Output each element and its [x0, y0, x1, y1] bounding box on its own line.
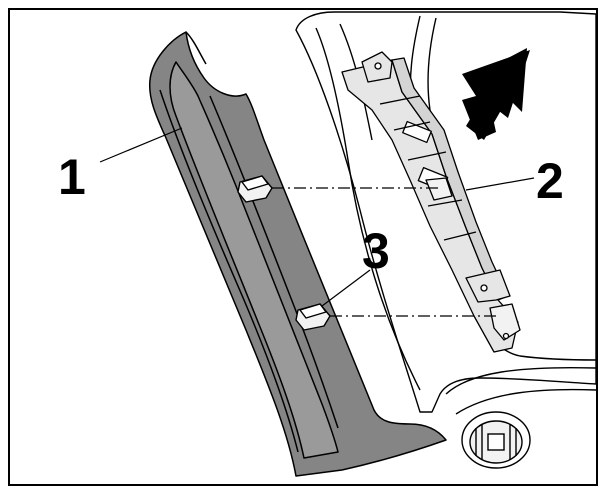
arrow-up-right-shape [466, 48, 527, 140]
quarter-panel-line [445, 366, 597, 395]
bracket-clip-receiver-upper [425, 177, 453, 201]
air-vent-hub [487, 433, 505, 451]
callout-3: 3 [362, 223, 390, 279]
bracket-top-hole [374, 62, 382, 70]
trim-panel-top-lip [185, 31, 207, 65]
pillar-trim-panel [148, 31, 447, 477]
trim-clips [237, 175, 331, 331]
leader-line-1 [99, 127, 183, 163]
trim-clip-lower-top [299, 303, 327, 319]
leader-line-2 [465, 177, 535, 191]
trim-clip-upper [237, 175, 273, 203]
callout-1: 1 [58, 149, 86, 205]
callout-2: 2 [536, 153, 564, 209]
trim-clip-lower [295, 303, 331, 331]
bracket-ribs [379, 95, 477, 241]
trim-clip-upper-top [241, 175, 269, 191]
quarter-panel-line-2 [455, 388, 597, 415]
bracket-bottom-hole [502, 332, 510, 340]
bracket-lower-tab [465, 269, 511, 303]
trim-panel-inner-face [169, 61, 339, 459]
leader-lines [99, 127, 535, 307]
alignment-lines [272, 187, 500, 317]
trim-panel-groove-2 [209, 95, 339, 429]
bracket-clip-receiver-lower [489, 303, 521, 341]
bracket-lower-hole [480, 284, 488, 292]
door-opening-edge [315, 27, 421, 391]
trim-panel-body [148, 31, 447, 477]
trim-panel-groove [159, 89, 299, 453]
leader-line-3 [321, 269, 371, 307]
air-vent-icon [461, 411, 531, 469]
body-bracket [341, 51, 521, 353]
air-vent-fins [475, 424, 517, 460]
